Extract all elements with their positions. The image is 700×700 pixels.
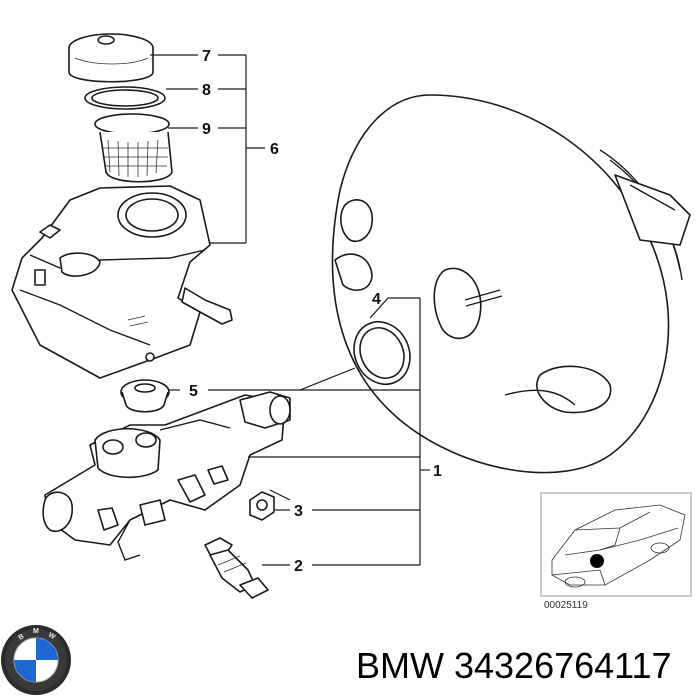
callout-3: 3 — [294, 503, 303, 520]
leader-lines — [150, 54, 430, 566]
callout-5: 5 — [189, 383, 198, 400]
strainer-filter — [94, 113, 173, 183]
callout-1: 1 — [433, 463, 442, 480]
brand-name: BMW — [356, 645, 444, 686]
hex-nut — [249, 491, 275, 521]
location-dot — [590, 554, 604, 568]
bmw-roundel-icon: B M W — [1, 625, 71, 695]
callout-4: 4 — [372, 291, 381, 308]
vehicle-locator-inset: 00025119 — [540, 492, 692, 611]
cap-seal-ring — [84, 86, 166, 110]
callout-8: 8 — [202, 82, 211, 99]
callout-2: 2 — [294, 558, 303, 575]
svg-text:M: M — [33, 628, 39, 635]
booster-seal-ring — [353, 321, 411, 385]
pressure-switch — [204, 537, 269, 599]
callout-9: 9 — [202, 121, 211, 138]
master-cylinder — [42, 391, 291, 561]
fluid-reservoir — [11, 185, 233, 379]
reservoir-cap — [68, 33, 154, 83]
brake-booster — [331, 94, 691, 474]
callout-6: 6 — [270, 141, 279, 158]
svg-text:W: W — [47, 632, 57, 642]
part-number: 34326764117 — [453, 645, 672, 686]
callout-7: 7 — [202, 48, 211, 65]
inset-reference: 00025119 — [544, 600, 588, 611]
reservoir-grommet — [120, 379, 170, 413]
svg-text:B: B — [18, 633, 26, 642]
